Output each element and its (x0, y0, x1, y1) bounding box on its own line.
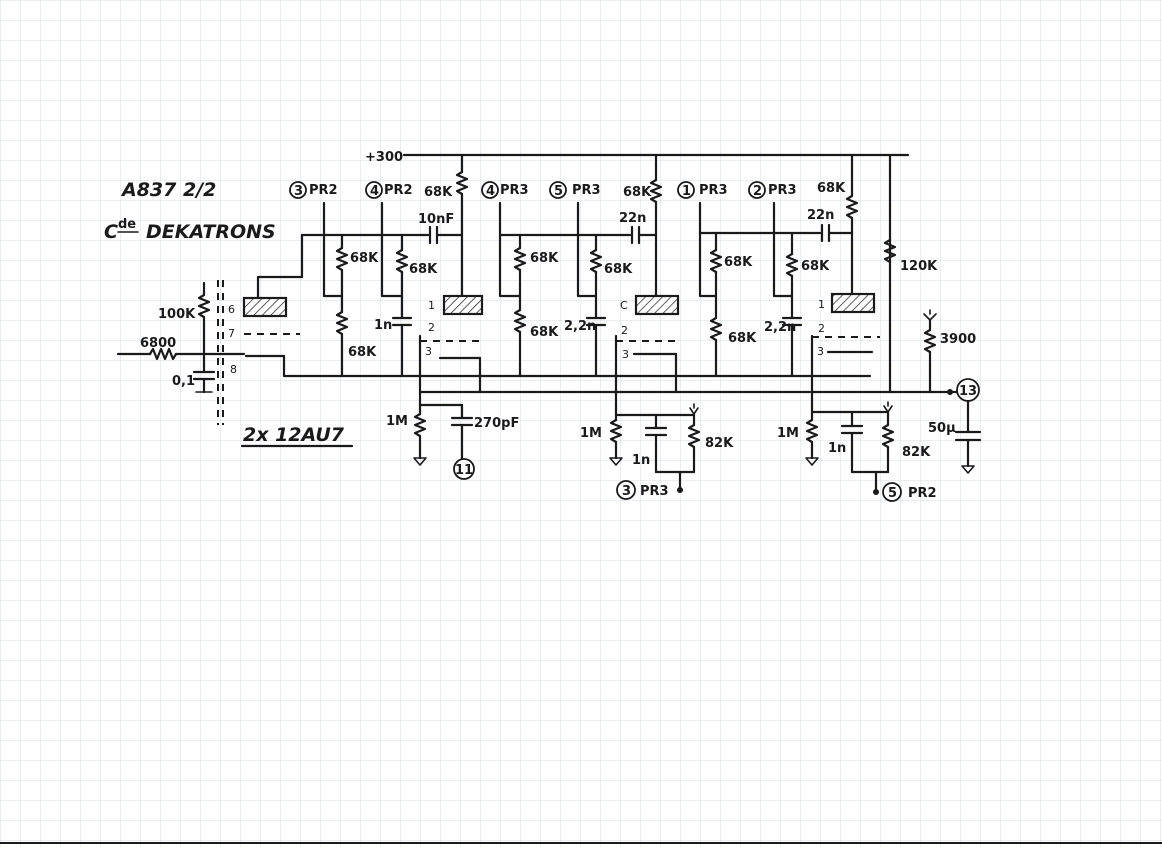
svg-text:3: 3 (622, 348, 629, 361)
svg-text:1: 1 (682, 184, 691, 199)
input-res-series-label: 6800 (140, 336, 176, 351)
svg-text:PR3: PR3 (572, 183, 601, 198)
svg-text:68K: 68K (623, 185, 652, 200)
stage-1: 3 PR2 4 PR2 68K 10nF 68K 68K 68K 1n (289, 153, 618, 480)
svg-text:5: 5 (554, 184, 563, 199)
svg-text:4: 4 (486, 184, 495, 199)
svg-text:1M: 1M (777, 426, 799, 441)
svg-text:68K: 68K (530, 251, 559, 266)
svg-text:68K: 68K (350, 251, 379, 266)
input-res-shunt-label: 100K (158, 307, 196, 322)
svg-text:PR2: PR2 (908, 486, 937, 501)
svg-text:C: C (620, 299, 628, 312)
svg-text:3: 3 (294, 184, 303, 199)
svg-text:1n: 1n (374, 318, 392, 333)
svg-text:2: 2 (753, 184, 762, 199)
svg-text:1: 1 (428, 299, 435, 312)
svg-text:82K: 82K (705, 436, 734, 451)
svg-text:68K: 68K (530, 325, 559, 340)
svg-text:2: 2 (428, 321, 435, 334)
svg-text:68K: 68K (348, 345, 377, 360)
svg-text:68K: 68K (409, 262, 438, 277)
svg-text:de: de (118, 217, 136, 232)
tube-type-label: 2x 12AU7 (243, 424, 345, 446)
svg-text:68K: 68K (801, 259, 830, 274)
svg-text:1n: 1n (632, 453, 650, 468)
svg-text:1M: 1M (580, 426, 602, 441)
svg-text:1M: 1M (386, 414, 408, 429)
svg-text:2: 2 (818, 322, 825, 335)
svg-text:PR3: PR3 (640, 484, 669, 499)
svg-text:7: 7 (228, 327, 235, 340)
svg-text:3900: 3900 (940, 332, 976, 347)
stage-3: 1 PR3 2 PR3 68K 22n 68K 68K 68K 2,2n (677, 153, 937, 502)
svg-text:68K: 68K (424, 185, 453, 200)
stage-2: 4 PR3 5 PR3 68K 22n 68K 68K 68K 2,2n (406, 153, 812, 500)
svg-text:1: 1 (818, 298, 825, 311)
svg-text:PR3: PR3 (500, 183, 529, 198)
svg-text:11: 11 (455, 463, 473, 478)
svg-text:3: 3 (425, 345, 432, 358)
svg-text:6: 6 (228, 303, 235, 316)
svg-text:68K: 68K (724, 255, 753, 270)
svg-text:PR3: PR3 (768, 183, 797, 198)
input-section: 6800 100K 0,1 6 7 8 (116, 233, 410, 425)
svg-text:2: 2 (621, 324, 628, 337)
supply-voltage-label: +300 (365, 150, 403, 165)
input-cap-label: 0,1 (172, 374, 195, 389)
svg-text:68K: 68K (728, 331, 757, 346)
output-section: 120K 3900 13 50µ (810, 238, 982, 474)
svg-text:PR2: PR2 (384, 183, 413, 198)
svg-text:5: 5 (888, 486, 897, 501)
svg-text:68K: 68K (604, 262, 633, 277)
svg-text:10nF: 10nF (418, 212, 454, 227)
svg-text:68K: 68K (817, 181, 846, 196)
svg-text:3: 3 (817, 345, 824, 358)
svg-text:4: 4 (370, 184, 379, 199)
svg-text:8: 8 (230, 363, 237, 376)
title-dekatrons: C de DEKATRONS (104, 217, 276, 243)
svg-text:2,2n: 2,2n (564, 319, 596, 334)
svg-text:22n: 22n (619, 211, 646, 226)
svg-text:13: 13 (959, 384, 977, 399)
svg-text:PR2: PR2 (309, 183, 338, 198)
svg-text:1n: 1n (828, 441, 846, 456)
svg-text:82K: 82K (902, 445, 931, 460)
svg-text:50µ: 50µ (928, 421, 956, 436)
svg-text:DEKATRONS: DEKATRONS (146, 221, 276, 243)
svg-text:120K: 120K (900, 259, 938, 274)
svg-text:22n: 22n (807, 208, 834, 223)
svg-text:270pF: 270pF (474, 416, 519, 431)
svg-text:PR3: PR3 (699, 183, 728, 198)
title-board-id: A837 2/2 (120, 179, 216, 201)
svg-text:C: C (104, 221, 118, 243)
svg-text:3: 3 (622, 484, 631, 499)
svg-text:2,2n: 2,2n (764, 320, 796, 335)
